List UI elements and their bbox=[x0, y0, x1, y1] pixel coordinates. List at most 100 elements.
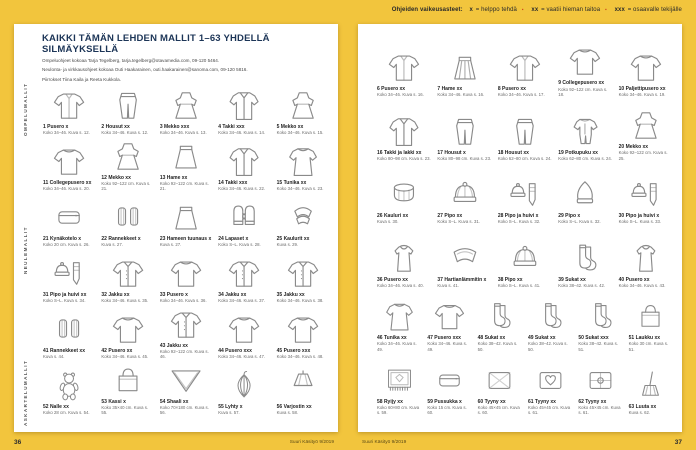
top-icon bbox=[430, 300, 469, 333]
pattern-title: 61 Tyyny xx bbox=[527, 398, 556, 405]
beanie-icon bbox=[441, 178, 489, 211]
pattern-info: Koko 38–42. Kuva s. 50. bbox=[527, 341, 568, 352]
section-label-knitting: NEULEMALLIT bbox=[23, 226, 28, 274]
top-icon bbox=[280, 313, 326, 346]
socks-icon bbox=[480, 300, 519, 333]
page-number-left: 36 bbox=[14, 439, 22, 446]
pattern-info: Koko 34–46. Kuva s. 35. bbox=[101, 298, 149, 304]
pattern-title: 19 Potkupuku xx bbox=[558, 149, 598, 156]
pattern-info: Koko 34–46. Kuva s. 48. bbox=[276, 354, 324, 360]
dress-icon bbox=[622, 109, 670, 142]
pattern-info: Kuva s. 30. bbox=[377, 219, 399, 225]
dress-icon bbox=[105, 140, 151, 173]
pattern-title: 45 Pusero xxx bbox=[276, 348, 311, 355]
top-icon bbox=[622, 51, 670, 84]
pattern-info: Koko 38–42. Kuva s. 51. bbox=[578, 341, 618, 352]
dress-icon bbox=[163, 89, 209, 122]
cardigan-icon bbox=[105, 257, 151, 290]
pattern-info: Koko S–L. Kuva s. 33. bbox=[618, 219, 662, 225]
pattern-title: 24 Lapaset x bbox=[218, 236, 249, 243]
pattern-info: Koko 45×45 cm. Kuva s. 61. bbox=[527, 404, 571, 416]
pattern-info: Koko S–L. Kuva s. 32. bbox=[497, 219, 541, 225]
teddy-icon bbox=[46, 369, 92, 402]
pattern-title: 43 Jakku xx bbox=[159, 342, 188, 349]
dress-icon bbox=[280, 89, 326, 122]
pattern-info: Koko 30 cm. Kuva s. 51. bbox=[628, 341, 669, 352]
pattern-info: Koko 70×180 cm. Kuva s. 56. bbox=[159, 404, 209, 416]
beanie-scarf-icon bbox=[46, 257, 92, 290]
pattern-info: Koko 92–122 cm. Kuva s. 46. bbox=[159, 348, 209, 360]
pattern-title: 58 Ryijy xx bbox=[377, 398, 403, 405]
pattern-info: Koko 34–46. Kuva s. 12. bbox=[43, 130, 90, 136]
top-icon bbox=[163, 257, 209, 290]
pattern-info: Koko 34–46. Kuva s. 16. bbox=[437, 92, 485, 98]
pattern-info: Koko 92–122 cm. Kuva s. 21. bbox=[101, 180, 151, 192]
blouse-icon bbox=[380, 51, 428, 84]
top-icon bbox=[561, 45, 609, 78]
pattern-title: 59 Pussukka x bbox=[427, 398, 462, 405]
pillow-heart-icon bbox=[531, 364, 570, 397]
pattern-info: Koko S–L. Kuva s. 34. bbox=[43, 298, 86, 304]
pattern-title: 34 Jakku xx bbox=[218, 292, 247, 299]
socks-icon bbox=[531, 300, 570, 333]
pattern-info: Koko S–L. Kuva s. 41. bbox=[497, 283, 541, 289]
pattern-title: 22 Rannekkeet x bbox=[101, 236, 141, 243]
footer-right: Suuri Käsityö 9/2019 bbox=[362, 440, 407, 445]
pattern-info: Koko 34–46. Kuva s. 49. bbox=[377, 341, 417, 352]
pattern-title: 56 Varjostin xx bbox=[276, 404, 312, 411]
blouse-icon bbox=[46, 89, 92, 122]
pattern-info: Koko 34–46. Kuva s. 20. bbox=[43, 186, 90, 192]
pattern-info: Kuva s. 27. bbox=[159, 242, 182, 248]
pattern-info: Koko 34–46. Kuva s. 16. bbox=[377, 92, 424, 98]
pattern-info: Koko 38–42. Kuva s. 50. bbox=[477, 341, 518, 352]
pattern-title: 29 Pipo x bbox=[558, 213, 581, 220]
skirt-pleat-icon bbox=[441, 51, 489, 84]
pattern-info: Kuva s. 44. bbox=[43, 354, 65, 360]
pattern-info: Koko 34–46. Kuva s. 37. bbox=[218, 298, 266, 304]
legend-intro: Ohjeiden vaikeusasteet: bbox=[391, 7, 463, 13]
pattern-title: 42 Pusero xx bbox=[101, 348, 133, 355]
vest-icon bbox=[380, 242, 428, 275]
page-left: KAIKKI TÄMÄN LEHDEN MALLIT 1–63 YHDELLÄ … bbox=[14, 24, 338, 432]
pattern-title: 28 Pipo ja huivi x bbox=[497, 213, 539, 220]
pattern-info: Koko 92–122 cm. Kuva s. 18. bbox=[558, 86, 608, 98]
pattern-info: Kuva s. 41. bbox=[437, 283, 459, 289]
pattern-title: 60 Tyyny xx bbox=[477, 398, 506, 405]
pattern-title: 9 Collegepusero xx bbox=[558, 80, 605, 87]
pattern-title: 36 Pusero xx bbox=[377, 276, 408, 283]
pattern-title: 12 Mekko xx bbox=[101, 174, 131, 181]
pillow-icon bbox=[480, 364, 519, 397]
pattern-title: 21 Kynäkotelo x bbox=[43, 236, 82, 243]
pattern-info: Koko 80–98 cm. Kuva s. 23. bbox=[437, 155, 492, 161]
coat-icon bbox=[380, 115, 428, 148]
pattern-title: 23 Hameen tuunaus x bbox=[159, 236, 212, 243]
tunic-icon bbox=[380, 300, 419, 333]
